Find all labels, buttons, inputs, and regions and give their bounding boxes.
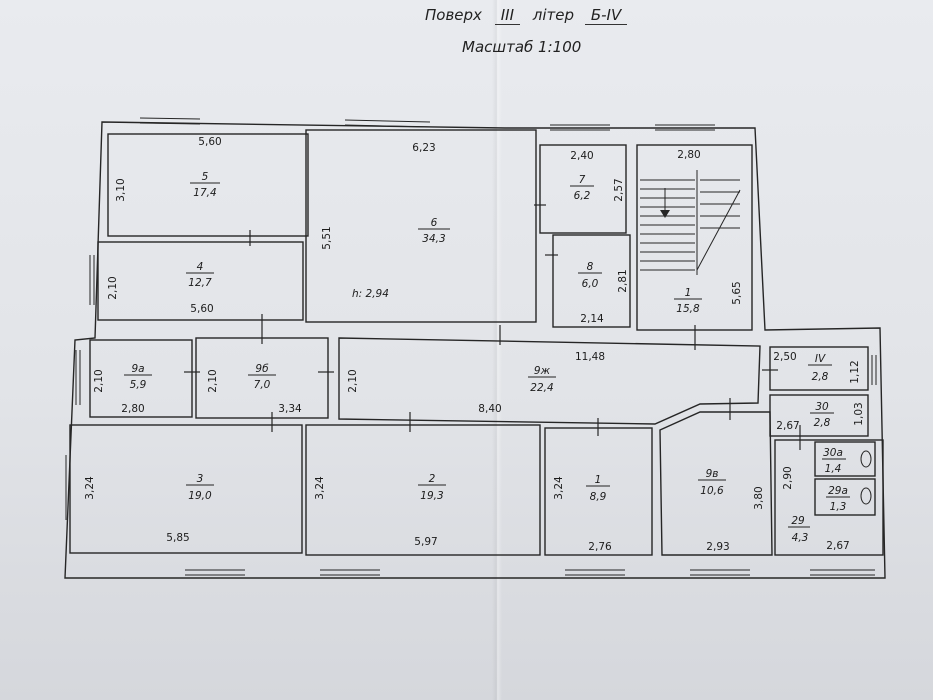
dim-label: 5,60: [198, 136, 221, 148]
dim-label: 2,10: [207, 369, 219, 392]
dim-label: 2,40: [570, 150, 593, 162]
dim-label: 2,80: [677, 149, 700, 161]
room-9a-wall: [89, 339, 193, 418]
paper-fold: [492, 0, 502, 700]
liter-label: літер: [532, 6, 575, 24]
dim-label: 1,03: [853, 402, 865, 425]
room-29a-area: 1,3: [830, 501, 847, 513]
room-4-wall: [97, 241, 304, 321]
room-6-wall: [305, 129, 537, 323]
dim-label: 2,57: [613, 178, 625, 201]
room-2-area: 19,3: [420, 490, 443, 502]
room-30a-number: 30а: [823, 447, 843, 459]
room-9a-area: 5,9: [130, 379, 147, 391]
dim-label: 3,24: [553, 476, 565, 500]
stair-treads: [640, 170, 741, 275]
room-30-number: 30: [815, 401, 829, 413]
room-iv-number: IV: [815, 353, 826, 365]
room-29-area: 4,3: [792, 532, 809, 544]
dim-label: 3,80: [753, 486, 765, 509]
dim-label: 5,97: [414, 536, 437, 548]
floor-label: Поверх: [425, 6, 482, 24]
room-5-area: 17,4: [193, 187, 216, 199]
room-3-number: 3: [197, 473, 204, 485]
room-29a-wall: [814, 478, 876, 516]
room-2-wall: [305, 424, 541, 556]
floor-value: III: [494, 6, 520, 25]
room-9v-number: 9в: [706, 468, 719, 480]
dim-label: 5,51: [321, 226, 333, 249]
dim-label: 2,93: [706, 541, 729, 553]
room-1-stair-number: 1: [685, 287, 692, 299]
room-9v-wall: [659, 411, 773, 556]
room-9v-area: 10,6: [700, 485, 724, 497]
dim-label: 3,34: [278, 403, 302, 415]
room-9zh-number: 9ж: [534, 365, 551, 377]
room-30-area: 2,8: [814, 417, 831, 429]
windows: [65, 117, 877, 576]
room-8-number: 8: [587, 261, 594, 273]
dim-label: 1,12: [849, 360, 861, 383]
room-7-wall: [539, 144, 627, 234]
scale-label: Масштаб 1:100: [462, 38, 582, 56]
dim-label: 2,80: [121, 403, 144, 415]
dim-label: 2,67: [826, 540, 849, 552]
room-29-number: 29: [791, 515, 805, 527]
dim-label: 3,24: [314, 476, 326, 500]
room-5-wall: [107, 133, 309, 237]
dim-label: 5,85: [166, 532, 189, 544]
room-1-area: 8,9: [590, 491, 607, 503]
room-9zh-area: 22,4: [530, 382, 553, 394]
dim-label: 11,48: [575, 351, 605, 363]
room-8-wall: [552, 234, 631, 328]
room-7-number: 7: [579, 174, 586, 186]
room-4-number: 4: [197, 261, 204, 273]
dim-label: 2,10: [347, 369, 359, 392]
dim-label: 2,10: [93, 369, 105, 392]
dim-label: 2,50: [773, 351, 796, 363]
room-7-area: 6,2: [574, 190, 591, 202]
dim-label: 3,10: [115, 178, 127, 201]
room-30a-area: 1,4: [825, 463, 842, 475]
room-iv-wall: [769, 346, 869, 391]
dim-label: 2,67: [776, 420, 799, 432]
door-marks: [184, 204, 801, 450]
room-6-number: 6: [431, 217, 438, 229]
room-9a-number: 9а: [131, 363, 144, 375]
room-4-area: 12,7: [188, 277, 212, 289]
room-3-area: 19,0: [188, 490, 212, 502]
dim-label: 2,90: [782, 466, 794, 489]
room-1-number: 1: [595, 474, 602, 486]
dim-label: 2,81: [617, 269, 629, 292]
room-30a-wall: [814, 441, 876, 477]
room-29-wall: [774, 439, 884, 556]
dim-label: 5,65: [731, 281, 743, 304]
room-6-area: 34,3: [422, 233, 445, 245]
dim-label: 5,60: [190, 303, 213, 315]
room-8-area: 6,0: [582, 278, 599, 290]
dim-label: 8,40: [478, 403, 501, 415]
room-2-number: 2: [429, 473, 436, 485]
dim-label: 6,23: [412, 142, 435, 154]
room-iv-area: 2,8: [812, 371, 829, 383]
room-29a-number: 29а: [828, 485, 848, 497]
ceiling-height: h: 2,94: [352, 288, 389, 300]
room-5-number: 5: [202, 171, 209, 183]
dim-label: 2,76: [588, 541, 612, 553]
liter-value: Б-IV: [584, 6, 628, 25]
room-9b-area: 7,0: [254, 379, 271, 391]
dim-label: 2,14: [580, 313, 604, 325]
room-1-stair-area: 15,8: [676, 303, 700, 315]
dim-label: 2,10: [107, 276, 119, 299]
dim-label: 3,24: [84, 476, 96, 500]
room-9b-number: 9б: [255, 363, 269, 375]
floor-header: Поверх III літер Б-IV: [425, 6, 628, 25]
room-9zh-wall: [338, 337, 761, 425]
